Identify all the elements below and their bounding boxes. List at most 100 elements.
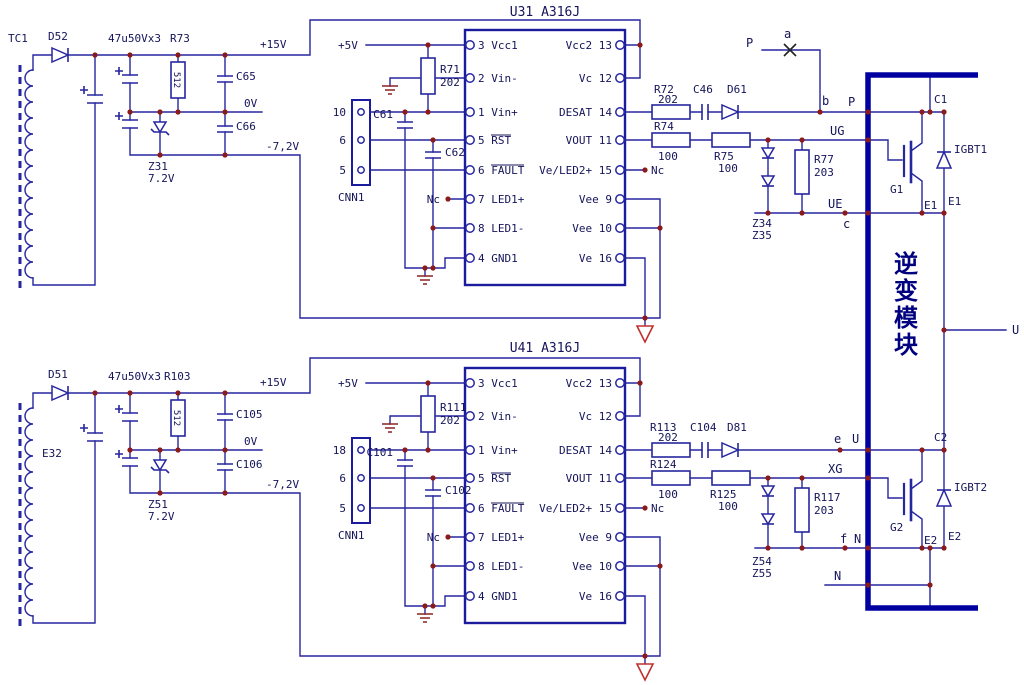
- r73-resistor: [170, 61, 186, 99]
- u31-pin-label: Vee 10: [572, 222, 612, 235]
- transformer-coil: [24, 69, 34, 279]
- ic-pin: [465, 135, 475, 145]
- label-c61: C61: [373, 108, 393, 121]
- label-r124-value: 100: [658, 488, 678, 501]
- u41-pin-label: 4 GND1: [478, 590, 518, 603]
- capacitor-plates: [87, 412, 233, 471]
- ic-pin: [465, 411, 475, 421]
- r75-resistor: [711, 132, 751, 148]
- ic-pin: [615, 107, 625, 117]
- ic-pin: [615, 223, 625, 233]
- label-r117: R117: [814, 491, 841, 504]
- z35-zener: [760, 175, 776, 188]
- label-r77-value: 203: [814, 166, 834, 179]
- u31-title: U31 A316J: [510, 5, 580, 20]
- connector-pin-number: 5: [339, 164, 346, 177]
- polarity-marks: [80, 405, 123, 458]
- label-nc: Nc: [427, 193, 440, 206]
- u31-ic-outline: [463, 28, 627, 287]
- label-r103-value: 512: [171, 410, 181, 426]
- u31-pin-label: 3 Vcc1: [478, 39, 518, 52]
- u41-pin-label: Vc 12: [579, 410, 612, 423]
- u31-pin-label: 6 FAULT: [478, 164, 525, 177]
- label-z31: Z31: [148, 160, 168, 173]
- ic-pin: [465, 194, 475, 204]
- label-r117-value: 203: [814, 504, 834, 517]
- ic-pin: [465, 473, 475, 483]
- label-z51: Z51: [148, 498, 168, 511]
- capacitor-plates: [87, 74, 233, 133]
- ic-pin: [615, 591, 625, 601]
- node-label-c: c: [843, 217, 850, 231]
- u31-pin-label: 5 RST: [478, 134, 511, 147]
- r111-resistor: [420, 395, 436, 433]
- r125-resistor: [711, 470, 751, 486]
- ic-pin: [615, 503, 625, 513]
- z55-zener: [760, 513, 776, 526]
- ic-pin: [465, 378, 475, 388]
- connector-pin-number: 5: [339, 502, 346, 515]
- label-igbt2-emitter: E2: [924, 534, 937, 547]
- test-point-x-icon: [783, 43, 797, 57]
- connector-pin-number: 10: [333, 106, 346, 119]
- supply-wires: [32, 357, 661, 665]
- label-igbt2-collector: C2: [934, 431, 947, 444]
- u31-circuit: TC1 D52 47u50Vx3 R73 512 +15V 0V -7,2V C…: [8, 5, 1007, 451]
- ic-pin: [465, 40, 475, 50]
- d52-diode: [51, 46, 70, 64]
- label-z55: Z55: [752, 567, 772, 580]
- label-c101: C101: [367, 446, 394, 459]
- r77-resistor: [794, 149, 810, 195]
- z51-zener: [152, 459, 168, 472]
- ground-icon: [382, 423, 398, 433]
- label-cnn1: CNN1: [338, 529, 365, 542]
- u41-pin-label: 2 Vin-: [478, 410, 518, 423]
- node-label-f: f: [840, 532, 847, 546]
- label-rail-neg: -7,2V: [266, 478, 299, 491]
- node-label-e: e: [834, 432, 841, 446]
- node-label-a: a: [784, 27, 791, 41]
- ic-pin: [465, 445, 475, 455]
- label-r103: R103: [164, 370, 191, 383]
- connector-pin: [357, 474, 365, 482]
- transformer-coil: [24, 407, 34, 617]
- ic-pin: [615, 135, 625, 145]
- label-c104: C104: [690, 421, 717, 434]
- label-capbank: 47u50Vx3: [108, 370, 161, 383]
- label-d52: D52: [48, 30, 68, 43]
- ic-pin: [615, 411, 625, 421]
- r74-resistor: [651, 132, 691, 148]
- label-r71-value: 202: [440, 76, 460, 89]
- label-nc: Nc: [427, 531, 440, 544]
- inverter-module: 逆变模块 U: [865, 72, 1019, 611]
- label-cnn1: CNN1: [338, 191, 365, 204]
- ic-pin: [615, 561, 625, 571]
- label-z31-value: 7.2V: [148, 172, 175, 185]
- label-r77: R77: [814, 153, 834, 166]
- u31-pin-label: 8 LED1-: [478, 222, 524, 235]
- node-label-b: b: [822, 94, 829, 108]
- label-c106: C106: [236, 458, 263, 471]
- label-e32: E32: [42, 447, 62, 460]
- z31-zener: [152, 121, 168, 134]
- output-common-arrow-icon: [635, 663, 655, 682]
- u41-pin-label: 3 Vcc1: [478, 377, 518, 390]
- u41-pin-label: 8 LED1-: [478, 560, 524, 573]
- connector-pin: [357, 166, 365, 174]
- label-igbt1-diode-emitter: E1: [948, 195, 961, 208]
- z34-zener: [760, 147, 776, 160]
- c61-c62-plates: [397, 121, 441, 159]
- label-5v: +5V: [338, 39, 358, 52]
- u41-circuit: E32 D51 47u50Vx3 R103 512 +15V 0V -7,2V …: [18, 341, 987, 682]
- ground-icon: [382, 85, 398, 95]
- label-r113-value: 202: [658, 431, 678, 444]
- label-d61: D61: [727, 83, 747, 96]
- label-igbt1-emitter: E1: [924, 199, 937, 212]
- label-c66: C66: [236, 120, 256, 133]
- r117-resistor: [794, 487, 810, 533]
- c46-plates: [701, 104, 709, 120]
- label-r125-value: 100: [718, 500, 738, 513]
- ic-pin: [465, 503, 475, 513]
